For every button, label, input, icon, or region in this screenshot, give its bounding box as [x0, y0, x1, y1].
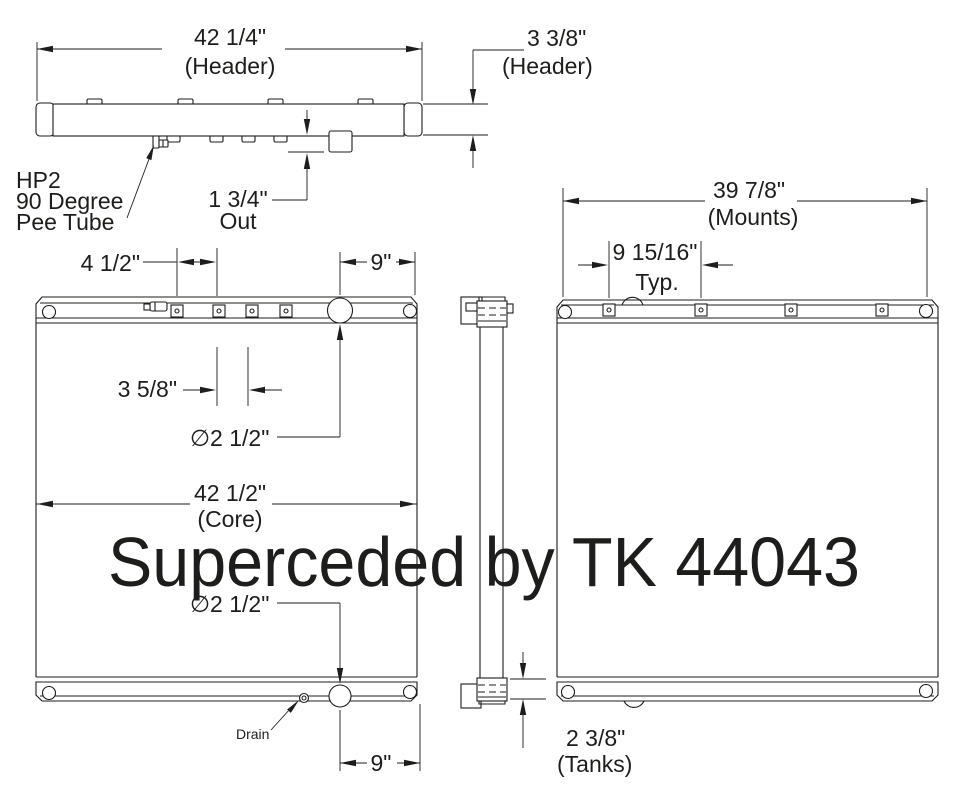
dim-mounts-label: (Mounts) [708, 204, 799, 230]
side-view [460, 296, 514, 709]
front-bottom-tank [35, 676, 418, 708]
rear-corner-hole-br [918, 683, 934, 699]
rear-view [556, 296, 939, 708]
side-top-tank [465, 296, 514, 328]
dim-mount-spacing: 9 15/16" Typ. [578, 239, 733, 298]
rear-top-tank [556, 296, 939, 324]
dim-filler-diameter: ∅2 1/2" [190, 324, 344, 451]
drain-plug [298, 692, 310, 704]
rear-bottom-bump [623, 700, 645, 708]
superseded-watermark: Superceded by TK 44043 [108, 523, 860, 601]
rear-corner-hole-tl [557, 304, 573, 320]
top-view [35, 98, 423, 153]
dim-mount-spacing-label: Typ. [635, 269, 678, 295]
dim-outlet-offset-bottom: 9" [339, 704, 421, 776]
rear-mounting-tabs [602, 303, 889, 317]
front-corner-hole-tl [41, 304, 57, 320]
rear-bottom-tank [556, 676, 939, 708]
rear-filler-bump [621, 296, 644, 306]
rear-corner-hole-bl [560, 684, 576, 700]
header-right-cap [403, 102, 423, 137]
front-mounting-tabs [170, 304, 293, 318]
front-top-tank [35, 296, 418, 324]
dim-mounts-value: 39 7/8" [713, 177, 785, 203]
header-left-cap [35, 102, 55, 137]
dim-outlet-diameter-value: ∅2 1/2" [190, 591, 269, 617]
dim-core-width: 42 1/2" (Core) [36, 480, 417, 532]
dim-outlet-offset-value: 9" [371, 750, 392, 776]
dim-tank-depth-label: (Tanks) [557, 751, 632, 777]
dim-outlet-diameter: ∅2 1/2" [190, 591, 344, 684]
callout-drain: Drain [236, 700, 299, 742]
callout-pee-tube-line3: Pee Tube [16, 209, 114, 235]
front-core [35, 318, 418, 677]
callout-drain-label: Drain [236, 726, 269, 742]
front-corner-hole-tr [402, 303, 418, 319]
front-corner-hole-bl [41, 685, 57, 701]
dim-outlet-label: Out [219, 208, 257, 234]
pee-tube-fitting-front [143, 301, 168, 312]
filler-neck-circle [326, 297, 354, 324]
rear-corner-hole-tr [918, 303, 934, 319]
dim-outlet-value: 1 3/4" [208, 186, 267, 212]
dim-tank-depth-value: 2 3/8" [566, 725, 625, 751]
dim-header-width: 42 1/4" (Header) [36, 24, 423, 101]
callout-pee-tube: HP2 90 Degree Pee Tube [16, 145, 154, 235]
dim-header-width-value: 42 1/4" [194, 24, 266, 50]
dim-core-width-value: 42 1/2" [194, 480, 266, 506]
dim-core-width-label: (Core) [197, 506, 262, 532]
dim-outlet-projection: 1 3/4" Out [208, 110, 324, 234]
dim-filler-offset-value: 9" [371, 249, 392, 275]
dim-header-height-label: (Header) [502, 53, 593, 79]
dim-tab-spacing-left-value: 4 1/2" [81, 250, 140, 276]
outlet-circle [328, 684, 352, 708]
dim-tab-spacing-mid-value: 3 5/8" [118, 376, 177, 402]
dim-header-height: 3 3/8" (Header) [423, 25, 593, 168]
dim-mount-spacing-value: 9 15/16" [613, 239, 698, 265]
header-outlet-boss [328, 130, 353, 153]
pee-tube-fitting-top [152, 135, 169, 149]
dim-filler-diameter-value: ∅2 1/2" [190, 425, 269, 451]
dim-tab-spacing-left: 4 1/2" [81, 248, 218, 296]
dim-header-width-label: (Header) [185, 53, 276, 79]
side-pee-nub [465, 302, 478, 312]
front-view [35, 296, 418, 708]
dim-filler-offset-top: 9" [339, 249, 416, 295]
front-corner-hole-br [402, 684, 418, 700]
rear-core [556, 318, 939, 677]
callout-pee-tube-line2: 90 Degree [16, 188, 123, 214]
dim-header-height-value: 3 3/8" [527, 25, 586, 51]
dim-tank-depth: 2 3/8" (Tanks) [510, 652, 632, 777]
dim-mounts-width: 39 7/8" (Mounts) [562, 177, 928, 297]
dim-tab-spacing-mid: 3 5/8" [118, 347, 282, 406]
callout-pee-tube-line1: HP2 [16, 167, 61, 193]
side-core [479, 327, 504, 678]
side-bottom-tank [476, 677, 508, 705]
